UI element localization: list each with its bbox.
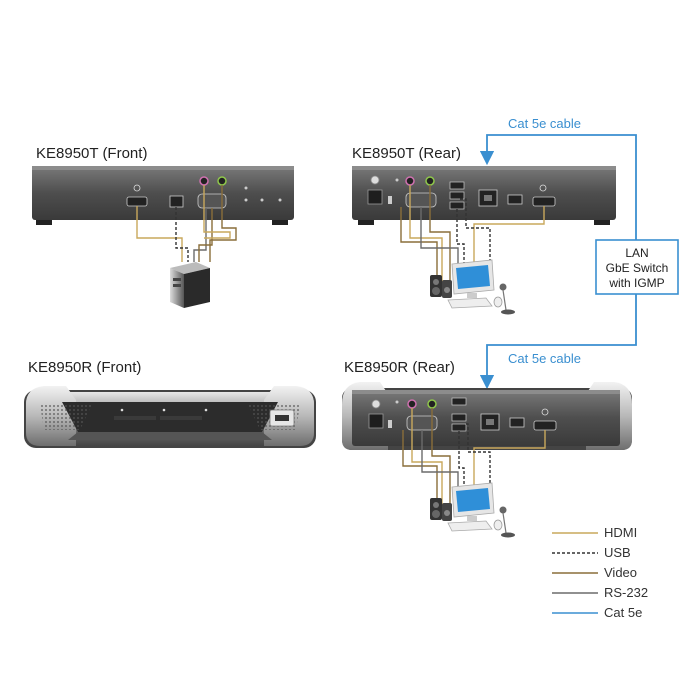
keyboard-icon: [447, 520, 493, 532]
rx-peripherals: [430, 482, 515, 538]
mouse-icon: [493, 519, 503, 531]
legend-label: HDMI: [604, 525, 637, 540]
microphone-icon: [499, 506, 515, 538]
switch-line-2: GbE Switch: [606, 261, 669, 275]
tx-front-cables: [136, 185, 237, 262]
tx-front-label: KE8950T (Front): [36, 145, 147, 162]
mouse-icon: [493, 296, 503, 308]
speaker-icon: [430, 498, 452, 521]
microphone-icon: [499, 283, 515, 315]
tx-rear-cables: [400, 185, 545, 290]
computer-tower-icon: [170, 262, 210, 308]
rx-rear-cables: [402, 408, 546, 512]
cat5e-cable-bottom-label: Cat 5e cable: [508, 351, 581, 366]
cat5e-cable-top-label: Cat 5e cable: [508, 116, 581, 131]
rx-front-device: [24, 386, 316, 448]
legend-item: Cat 5e: [552, 605, 642, 620]
rx-front-label: KE8950R (Front): [28, 359, 141, 376]
speaker-icon: [430, 275, 452, 298]
switch-line-1: LAN: [625, 246, 648, 260]
tx-peripherals: [430, 259, 515, 315]
legend-item: USB: [552, 545, 631, 560]
tx-rear-device: [352, 166, 616, 225]
cat5e-cable-top: [479, 134, 637, 240]
tx-front-device: [32, 166, 294, 225]
cat5e-cable-bottom: [479, 292, 637, 390]
legend-item: RS-232: [552, 585, 648, 600]
tx-rear-label: KE8950T (Rear): [352, 145, 461, 162]
usb-port-icon: [169, 195, 184, 208]
switch-line-3: with IGMP: [608, 276, 664, 290]
keyboard-icon: [447, 297, 493, 309]
lan-switch-box: LAN GbE Switch with IGMP: [595, 239, 679, 295]
monitor-icon: [451, 259, 495, 298]
legend-label: Cat 5e: [604, 605, 642, 620]
rx-rear-device: [342, 382, 632, 450]
monitor-icon: [451, 482, 495, 521]
legend-item: Video: [552, 565, 637, 580]
legend-label: USB: [604, 545, 631, 560]
legend-label: RS-232: [604, 585, 648, 600]
legend-label: Video: [604, 565, 637, 580]
legend-item: HDMI: [552, 525, 637, 540]
rx-rear-label: KE8950R (Rear): [344, 359, 455, 376]
